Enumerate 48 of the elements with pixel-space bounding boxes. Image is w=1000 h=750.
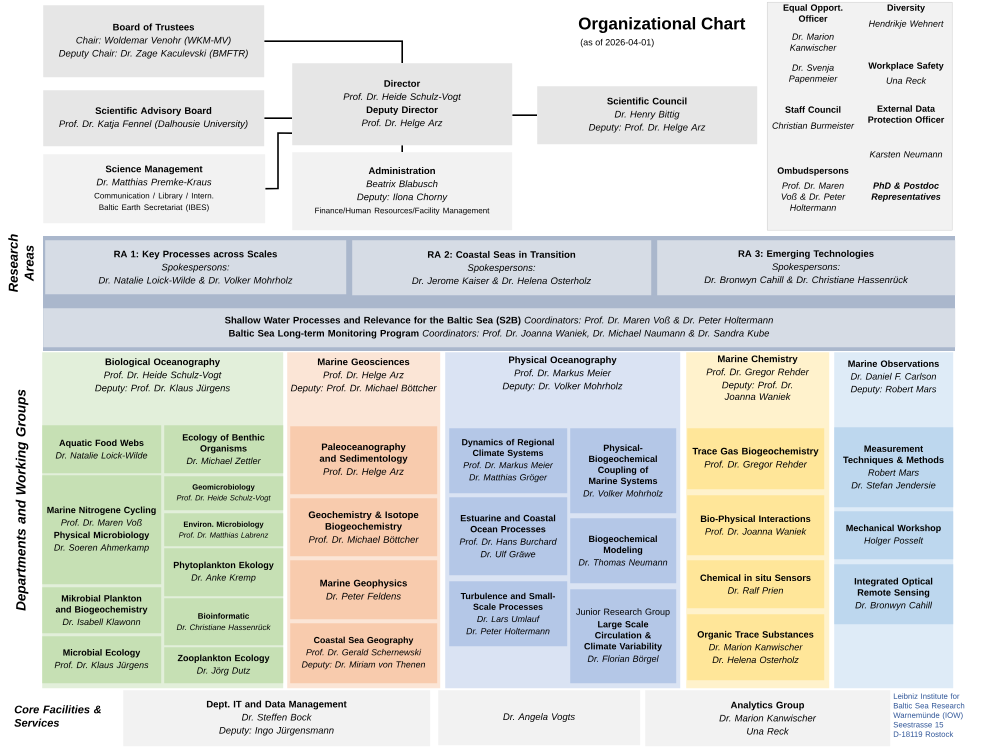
working-group-box: Ecology of Benthic Organisms Dr. Michael Zettler xyxy=(164,425,284,474)
connector-line xyxy=(512,114,537,116)
council-box: Scientific Council Dr. Henry Bittig Deputy: Prof. Dr. Helge Arz xyxy=(537,86,758,144)
working-group-box: Zooplankton Ecology Dr. Jörg Dutz xyxy=(164,647,284,684)
working-group-box: Trace Gas Biogeochemistry Prof. Dr. Gregor Rehder xyxy=(687,428,824,490)
research-area-box: RA 1: Key Processes across Scales Spokespersons: Dr. Natalie Loick-Wilde & Dr. Volker Mohrholz xyxy=(45,240,346,294)
board-box: Scientific Advisory Board Prof. Dr. Katja Fennel (Dalhousie University) xyxy=(43,90,264,146)
research-area-box: RA 2: Coastal Seas in Transition Spokespersons: Dr. Jerome Kaiser & Dr. Helena Osterholz xyxy=(352,240,652,296)
connector-line xyxy=(264,117,292,119)
working-group-box: Microbial Ecology Prof. Dr. Klaus Jürgens xyxy=(42,636,162,684)
working-group-box: Physical-Biogeochemical Coupling of Marine Systems Dr. Volker Mohrholz xyxy=(570,428,676,514)
date-note: (as of 2026-04-01) xyxy=(580,38,654,48)
working-group-box: Coastal Sea Geography Prof. Dr. Gerald Schernewski Deputy: Dr. Miriam von Thenen xyxy=(290,623,438,684)
office-box: Administration Beatrix Blabusch Deputy: Ilona Chorny Finance/Human Resources/Facility Management xyxy=(292,152,512,230)
working-group-box: Dynamics of Regional Climate Systems Prof. Dr. Markus Meier Dr. Matthias Gröger xyxy=(449,428,568,494)
working-group-box: Measurement Techniques & Methods Robert Mars Dr. Stefan Jendersie xyxy=(834,427,954,508)
working-group-box: Chemical in situ Sensors Dr. Ralf Prien xyxy=(687,560,824,608)
working-group-box: Bioinformatic Dr. Christiane Hassenrück xyxy=(164,598,284,646)
working-group-box: Organic Trace Substances Dr. Marion Kanwischer Dr. Helena Osterholz xyxy=(687,614,824,680)
working-group-box: Mikrobial Plankton and Biogeochemistry Dr. Isabell Klawonn xyxy=(42,587,162,634)
connector-line xyxy=(401,145,403,152)
working-group-box: Paleoceanography and Sedimentology Prof. Dr. Helge Arz xyxy=(290,426,438,494)
facility-box: Dept. IT and Data Management Dr. Steffen Bock Deputy: Ingo Jürgensmann xyxy=(123,690,430,746)
office-box: Science Management Dr. Matthias Premke-Kraus Communication / Library / Intern. Baltic Earth Secretariat (IBES) xyxy=(43,154,266,224)
working-group-box: Estuarine and Coastal Ocean Processes Prof. Dr. Hans Burchard Dr. Ulf Gräwe xyxy=(449,497,568,576)
facility-box: Analytics Group Dr. Marion Kanwischer Una Reck xyxy=(645,690,890,746)
program-band: Shallow Water Processes and Relevance for the Baltic Sea (S2B) Coordinators: Prof. Dr. Maren Voß & Dr. Peter Holtermann Baltic Sea Long-term Monitoring Program Coordinators: Prof. Dr. Joanna Waniek, Dr. Michael Naumann & Dr. Sandra Kube xyxy=(43,308,956,348)
connector-line xyxy=(264,40,403,63)
chart-title: Organizational Chart xyxy=(578,17,746,33)
connector-line xyxy=(265,132,292,190)
section-heading: Departments and Working Groups xyxy=(16,390,28,611)
facility-box: Dr. Angela Vogts xyxy=(438,690,640,746)
working-group-box: Aquatic Food Webs Dr. Natalie Loick-Wilde xyxy=(42,425,162,474)
working-group-box: Integrated Optical Remote Sensing Dr. Bronwyn Cahill xyxy=(834,564,954,624)
board-box: Board of Trustees Chair: Woldemar Venohr (WKM-MV) Deputy Chair: Dr. Zage Kaculevski (BMFTR) xyxy=(43,5,264,78)
working-group-box: Bio-Physical Interactions Prof. Dr. Joanna Waniek xyxy=(687,495,824,556)
working-group-box: Phytoplankton Ekology Dr. Anke Kremp xyxy=(164,548,284,596)
research-area-box: RA 3: Emerging Technologies Spokespersons: Dr. Bronwyn Cahill & Dr. Christiane Hassenrück xyxy=(657,240,956,296)
working-group-box: Junior Research Group Large Scale Circulation & Climate Variability Dr. Florian Börgel xyxy=(570,589,676,684)
section-heading: Core Facilities & Services xyxy=(14,705,101,727)
staff-panel: Equal Opport. Officer Dr. Marion Kanwischer Dr. Svenja Papenmeier Staff Council Christian Burmeister Ombudspersons Prof. Dr. Maren Voß & Dr. Peter Holtermann Diversity Hendrikje Wehnert Workplace Safety Una Reck External Data Protection Officer Karsten Neumann PhD & Postdoc Representatives xyxy=(767,2,952,230)
working-group-box: Geochemistry & Isotope Biogeochemistry Prof. Dr. Michael Böttcher xyxy=(290,498,438,556)
working-group-box: Turbulence and Small-Scale Processes Dr. Lars Umlauf Dr. Peter Holtermann xyxy=(449,581,568,646)
working-group-box: Biogeochemical Modeling Dr. Thomas Neumann xyxy=(570,518,676,584)
director-box: Director Prof. Dr. Heide Schulz-Vogt Deputy Director Prof. Dr. Helge Arz xyxy=(292,63,512,146)
section-heading: Research Areas xyxy=(8,234,34,292)
working-group-box: Marine Geophysics Dr. Peter Feldens xyxy=(290,560,438,620)
working-group-box: Mechanical Workshop Holger Posselt xyxy=(834,511,954,560)
